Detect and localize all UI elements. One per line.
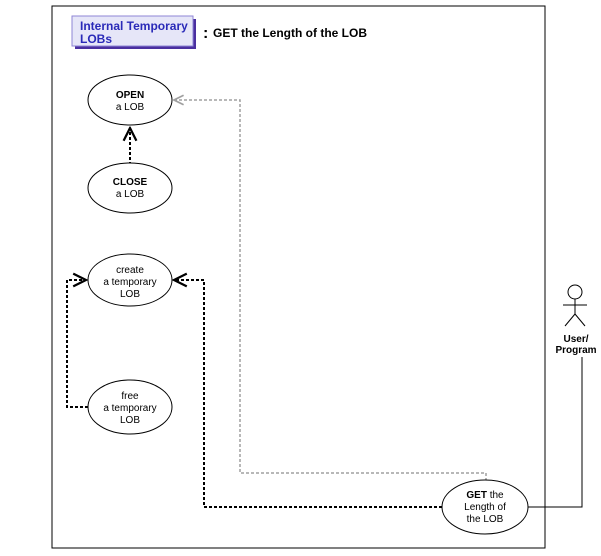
create-label-line3: LOB [120,289,140,300]
get-to-create-dependency [174,280,442,508]
open-label-line2: a LOB [116,102,145,113]
header: Internal Temporary LOBs : GET the Length… [71,15,367,49]
use-case-close[interactable]: CLOSE a LOB [87,162,173,214]
close-label-bold: CLOSE [113,177,148,188]
use-case-create-temporary[interactable]: create a temporary LOB [87,253,173,307]
get-to-open-dependency [174,100,487,481]
use-case-free-temporary[interactable]: free a temporary LOB [87,379,173,435]
get-label-bold: GET [466,490,487,501]
close-label-line2: a LOB [116,189,145,200]
use-case-open[interactable]: OPEN a LOB [87,74,173,126]
get-label-line1-rest: the [487,490,504,501]
create-label-line2: a temporary [103,277,156,288]
actor-user-program[interactable]: User/ Program [555,284,597,356]
page-title: GET the Length of the LOB [213,26,367,40]
get-label-line2: Length of [464,502,506,513]
use-case-get-length[interactable]: GET the Length of the LOB [441,479,529,535]
header-separator: : [203,25,208,42]
free-label-line3: LOB [120,415,140,426]
header-box-line2: LOBs [80,32,112,46]
header-box-line1: Internal Temporary [80,19,188,33]
get-label-line1: GET the [466,490,504,501]
actor-association [528,357,583,508]
header-box [71,15,194,47]
create-label-line1: create [116,265,144,276]
actor-label-line2: Program [555,345,596,356]
system-boundary [51,5,546,549]
get-label-line3: the LOB [467,514,504,525]
actor-label-line1: User/ [563,334,588,345]
free-label-line1: free [121,391,139,402]
open-label-bold: OPEN [116,90,144,101]
free-label-line2: a temporary [103,403,156,414]
stick-figure-icon [563,284,587,327]
free-to-create-dependency [66,280,88,408]
